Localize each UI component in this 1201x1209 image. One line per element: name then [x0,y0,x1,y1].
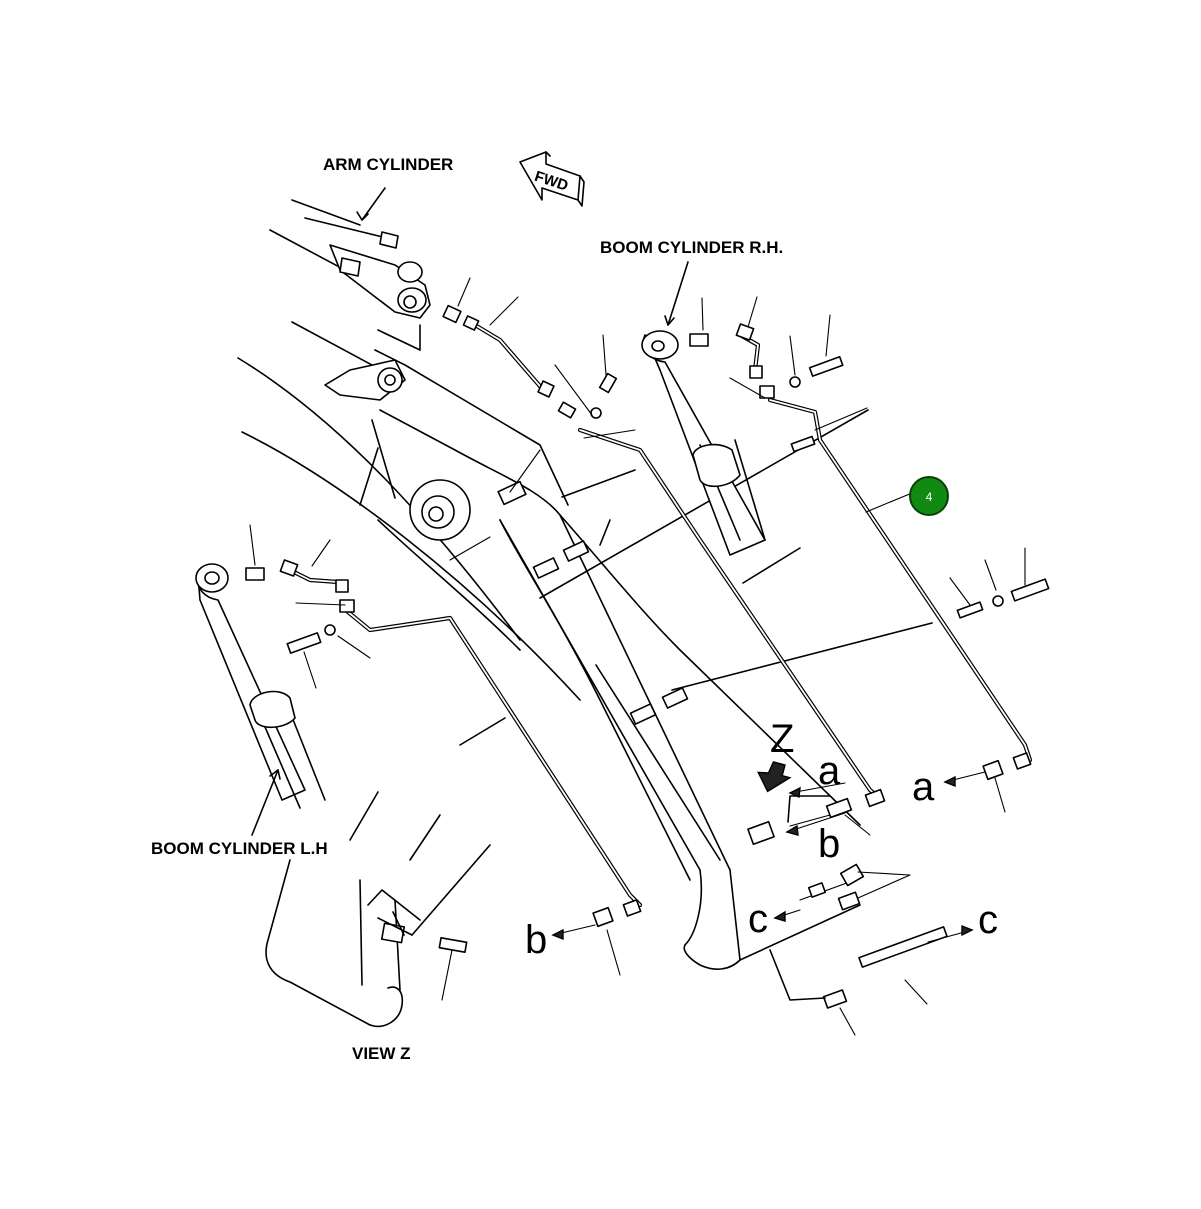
boom-cylinder-rh-label: BOOM CYLINDER R.H. [600,238,783,257]
arm-cylinder-arrow [356,211,369,221]
fwd-direction-sign: FWD [519,151,585,207]
hydraulic-pipes [287,322,1033,908]
view-arrows [551,761,986,943]
boom-cylinder-lh-leader [251,769,279,836]
view-letter-z: Z [770,717,794,761]
arm-cylinder-leader [361,187,386,221]
arm-cylinder-label: ARM CYLINDER [323,155,453,174]
callout-circle[interactable] [909,476,949,516]
part-callout-4[interactable]: 4 [909,476,949,516]
view-letter-c-right: c [978,898,998,942]
view-letter-a-left: a [818,749,841,793]
z-view-arrow [757,761,792,793]
boom-cylinder-lh [195,563,326,809]
view-letter-c-left: c [748,897,768,941]
arm-cylinder [291,199,431,319]
view-letter-b-right: b [818,822,840,866]
boom-cylinder-lh-arrow [269,769,281,780]
boom-cylinder-rh-leader [667,261,689,326]
callout-number[interactable]: 4 [926,490,933,504]
boom-structure [237,229,933,1027]
view-z-label: VIEW Z [352,1044,411,1063]
boom-cylinder-rh-arrow [664,315,675,326]
fittings [245,304,1050,1009]
boom-cylinder-rh [641,330,766,556]
view-letter-a-right: a [912,765,935,809]
leader-lines [249,277,1026,1036]
boom-cylinder-lh-label: BOOM CYLINDER L.H [151,839,328,858]
view-letter-b-left: b [525,918,547,962]
